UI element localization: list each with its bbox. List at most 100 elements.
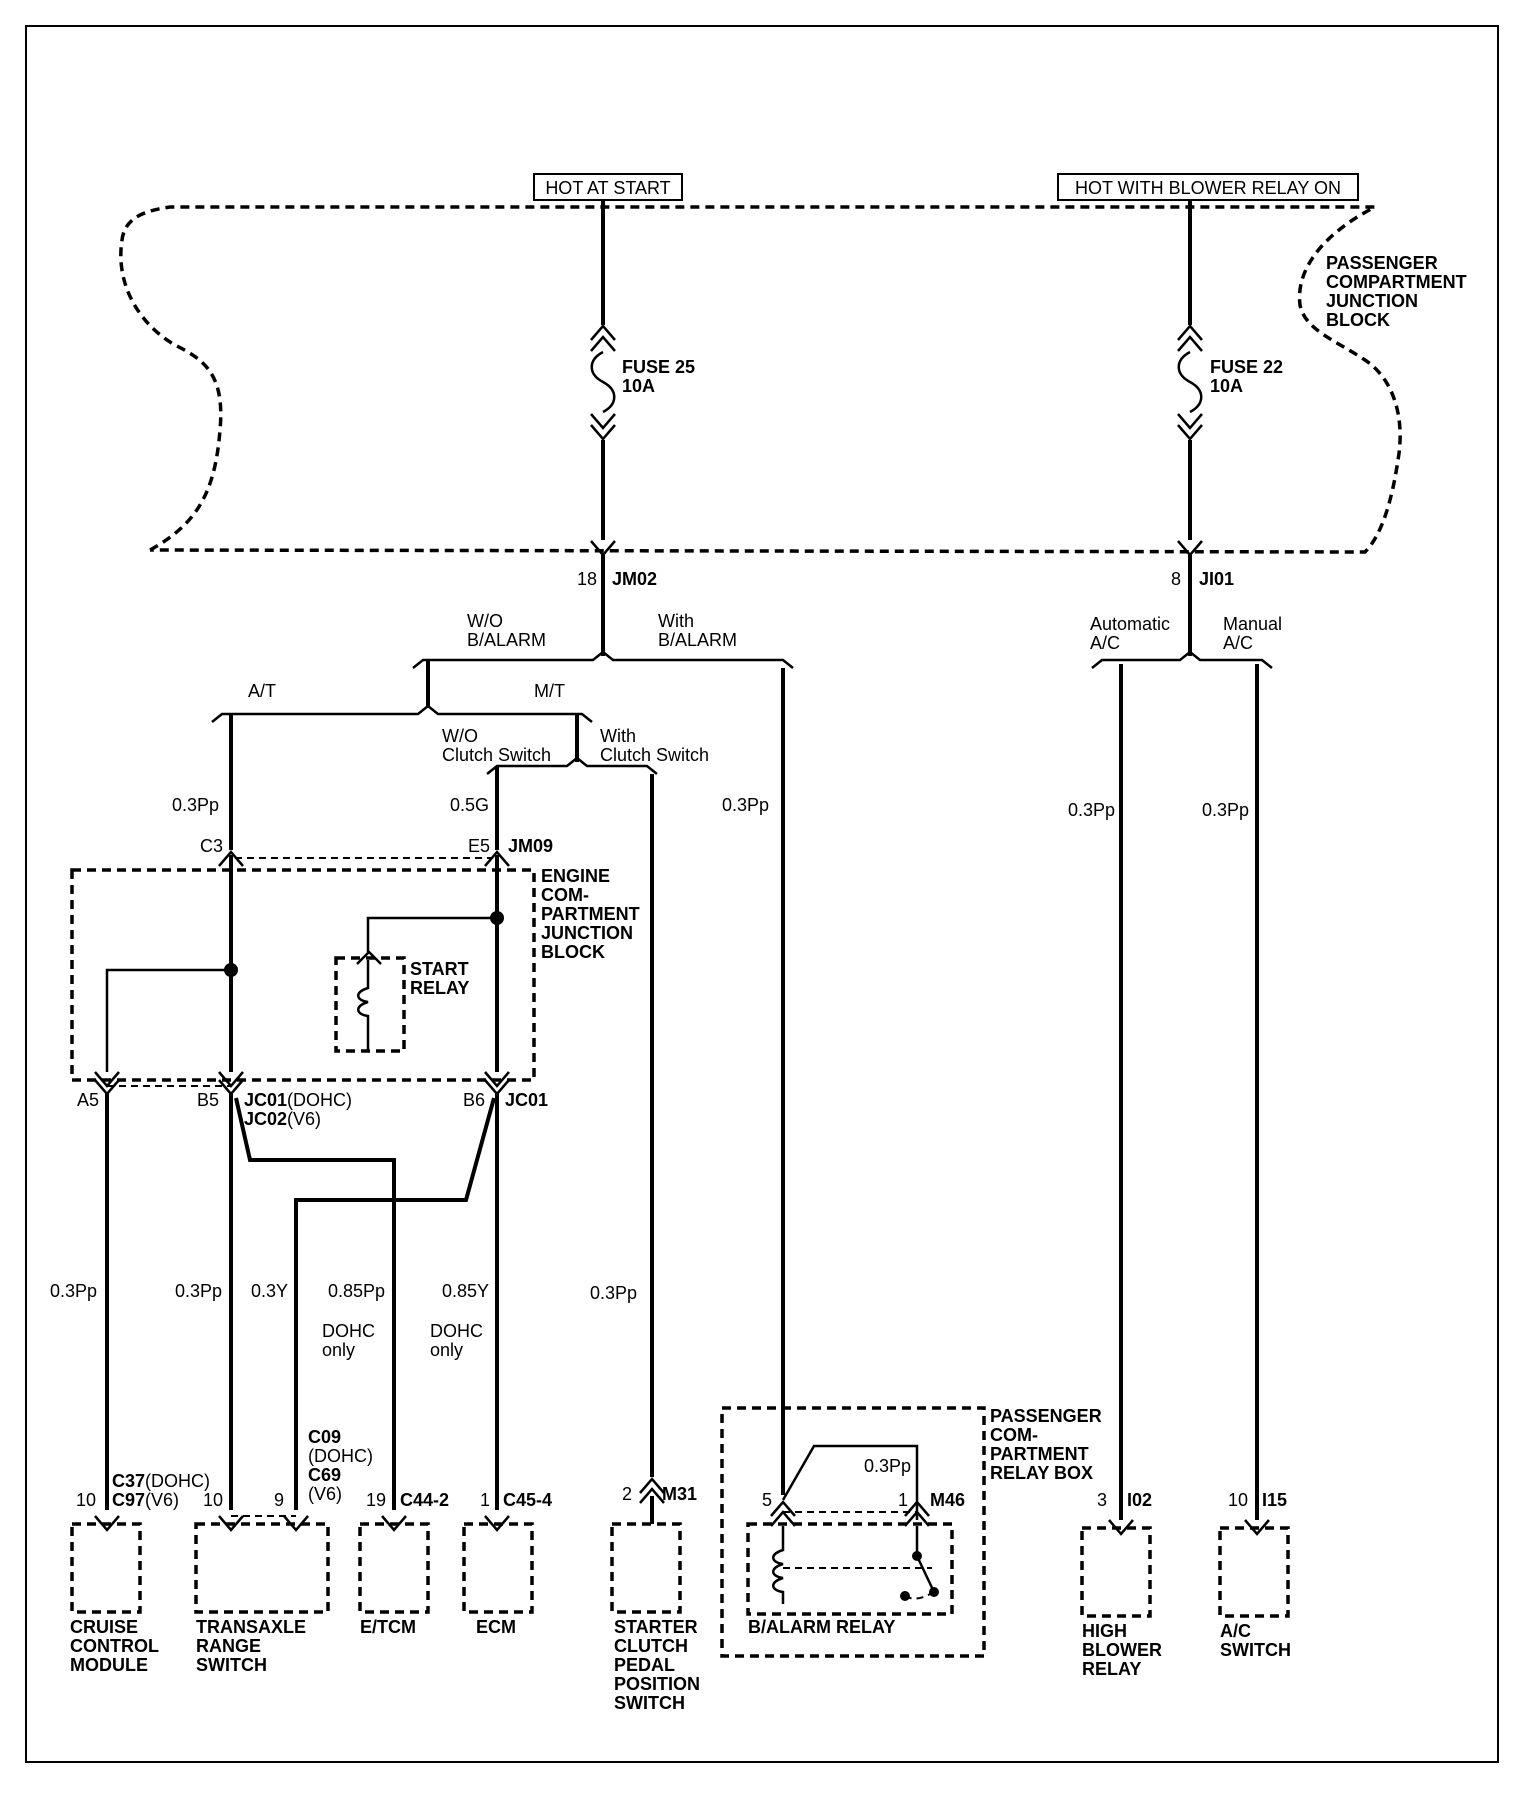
- fuse22-connector-top-icon: [1177, 324, 1203, 352]
- i02-label: I02: [1127, 1490, 1152, 1510]
- starter-clutch-switch-box: [610, 1522, 682, 1614]
- relay-box-label-1: PASSENGER: [990, 1406, 1102, 1426]
- wire-splice-a5-internal: [105, 968, 231, 1072]
- fuse25-name: FUSE 25: [622, 357, 695, 377]
- jm02-pin: 18: [577, 569, 597, 589]
- wire-ecm-label: 0.85Y: [442, 1281, 489, 1301]
- wire-starter-label: 0.3Pp: [590, 1283, 637, 1303]
- wo-balarm-label-2: B/ALARM: [467, 630, 546, 650]
- engine-junction-label-3: PARTMENT: [541, 904, 640, 924]
- b6-connector-label: B6: [463, 1090, 485, 1110]
- with-clutch-label-1: With: [600, 726, 636, 746]
- wire-wo-clutch-label: 0.5G: [450, 795, 489, 815]
- etcm-label: E/TCM: [360, 1617, 416, 1637]
- transaxle-pin-9: 9: [274, 1490, 284, 1510]
- passenger-junction-block-label-3: JUNCTION: [1326, 291, 1418, 311]
- c09-label: C09: [308, 1427, 341, 1447]
- auto-ac-label-1: Automatic: [1090, 614, 1170, 634]
- fuse25-icon: [590, 350, 616, 414]
- engine-junction-label-5: BLOCK: [541, 942, 605, 962]
- start-relay-coil-icon: [357, 960, 370, 1051]
- dohc-only-2-line1: DOHC: [430, 1321, 483, 1341]
- manual-ac-label-2: A/C: [1223, 633, 1253, 653]
- ji01-connector-label: JI01: [1199, 569, 1234, 589]
- ac-split-bar: [1091, 650, 1273, 669]
- starter-label-5: SWITCH: [614, 1693, 685, 1713]
- wire-b6-to-transaxle-9: [294, 1097, 496, 1510]
- transaxle-label-1: TRANSAXLE: [196, 1617, 306, 1637]
- fuse25-rating: 10A: [622, 376, 655, 396]
- starter-label-1: STARTER: [614, 1617, 698, 1637]
- relay-pin-5: 5: [762, 1490, 772, 1510]
- engine-junction-block-outline: [70, 868, 536, 1082]
- fuse22-name: FUSE 22: [1210, 357, 1283, 377]
- diagram-frame: [25, 25, 1499, 1763]
- cruise-label-3: MODULE: [70, 1655, 148, 1675]
- b5-connector-label: B5: [197, 1090, 219, 1110]
- transaxle-10-connector-icon: [218, 1515, 244, 1532]
- dohc-only-2-line2: only: [430, 1340, 463, 1360]
- wire-b5-to-etcm: [234, 1097, 396, 1510]
- relay-pin5-connector-icon: [770, 1500, 796, 1527]
- balarm-relay-box: [746, 1522, 954, 1616]
- hot-at-start-label: HOT AT START: [545, 178, 670, 198]
- fuse25-connector-top-icon: [590, 324, 616, 352]
- fuse22-rating: 10A: [1210, 376, 1243, 396]
- c37-label: C37(DOHC): [112, 1471, 210, 1491]
- wire-at-label: 0.3Pp: [172, 795, 219, 815]
- start-relay-outline: [334, 956, 406, 1053]
- transaxle-label-3: SWITCH: [196, 1655, 267, 1675]
- m46-label: M46: [930, 1490, 965, 1510]
- e5-connector-label: E5: [468, 836, 490, 856]
- e5-connector-icon: [484, 850, 510, 867]
- relay-box-label-2: COM-: [990, 1425, 1038, 1445]
- ac-switch-box: [1218, 1526, 1290, 1618]
- balarm-relay-contact-link: [904, 1591, 935, 1600]
- start-relay-label-2: RELAY: [410, 978, 469, 998]
- c3-connector-label: C3: [200, 836, 223, 856]
- c44-label: C44-2: [400, 1490, 449, 1510]
- relay-pin-1: 1: [898, 1490, 908, 1510]
- manual-ac-label-1: Manual: [1223, 614, 1282, 634]
- wire-auto-ac-label: 0.3Pp: [1068, 800, 1115, 820]
- ecm-pin: 1: [480, 1490, 490, 1510]
- passenger-junction-block-label-1: PASSENGER: [1326, 253, 1438, 273]
- hot-with-blower-label: HOT WITH BLOWER RELAY ON: [1075, 178, 1341, 198]
- i02-connector-icon: [1108, 1519, 1134, 1536]
- ji01-pin: 8: [1171, 569, 1181, 589]
- balarm-relay-label: B/ALARM RELAY: [748, 1617, 895, 1637]
- etcm-connector-icon: [381, 1515, 407, 1532]
- relay-box-label-4: RELAY BOX: [990, 1463, 1093, 1483]
- wire-relay-label: 0.3Pp: [864, 1456, 911, 1476]
- wo-balarm-label-1: W/O: [467, 611, 503, 631]
- high-blower-label-1: HIGH: [1082, 1621, 1127, 1641]
- dohc-only-1-line1: DOHC: [322, 1321, 375, 1341]
- etcm-pin: 19: [366, 1490, 386, 1510]
- ac-switch-label-1: A/C: [1220, 1621, 1251, 1641]
- mt-label: M/T: [534, 681, 565, 701]
- fuse22-connector-bottom-icon: [1177, 413, 1203, 441]
- high-blower-relay-box: [1080, 1526, 1152, 1618]
- b5-connector-icon: [218, 1071, 244, 1096]
- hot-with-blower-box: [1057, 173, 1359, 201]
- start-relay-label-1: START: [410, 959, 469, 979]
- balarm-split-bar: [412, 650, 794, 669]
- m31-label: M31: [662, 1484, 697, 1504]
- balarm-relay-coil-icon: [772, 1526, 785, 1604]
- cruise-label-1: CRUISE: [70, 1617, 138, 1637]
- relay-box-label-3: PARTMENT: [990, 1444, 1089, 1464]
- dohc-only-1-line2: only: [322, 1340, 355, 1360]
- transaxle-9-connector-icon: [283, 1515, 309, 1532]
- ac-switch-label-2: SWITCH: [1220, 1640, 1291, 1660]
- m31-connector-icon: [639, 1477, 665, 1504]
- high-blower-label-2: BLOWER: [1082, 1640, 1162, 1660]
- etcm-box: [358, 1522, 430, 1614]
- transaxle-range-switch-box: [194, 1522, 330, 1614]
- wo-clutch-label-1: W/O: [442, 726, 478, 746]
- ecm-box: [462, 1522, 534, 1614]
- jm09-connector-label: JM09: [508, 836, 553, 856]
- high-blower-label-3: RELAY: [1082, 1659, 1141, 1679]
- engine-junction-label-1: ENGINE: [541, 866, 610, 886]
- start-relay-terminal-icon: [356, 950, 382, 965]
